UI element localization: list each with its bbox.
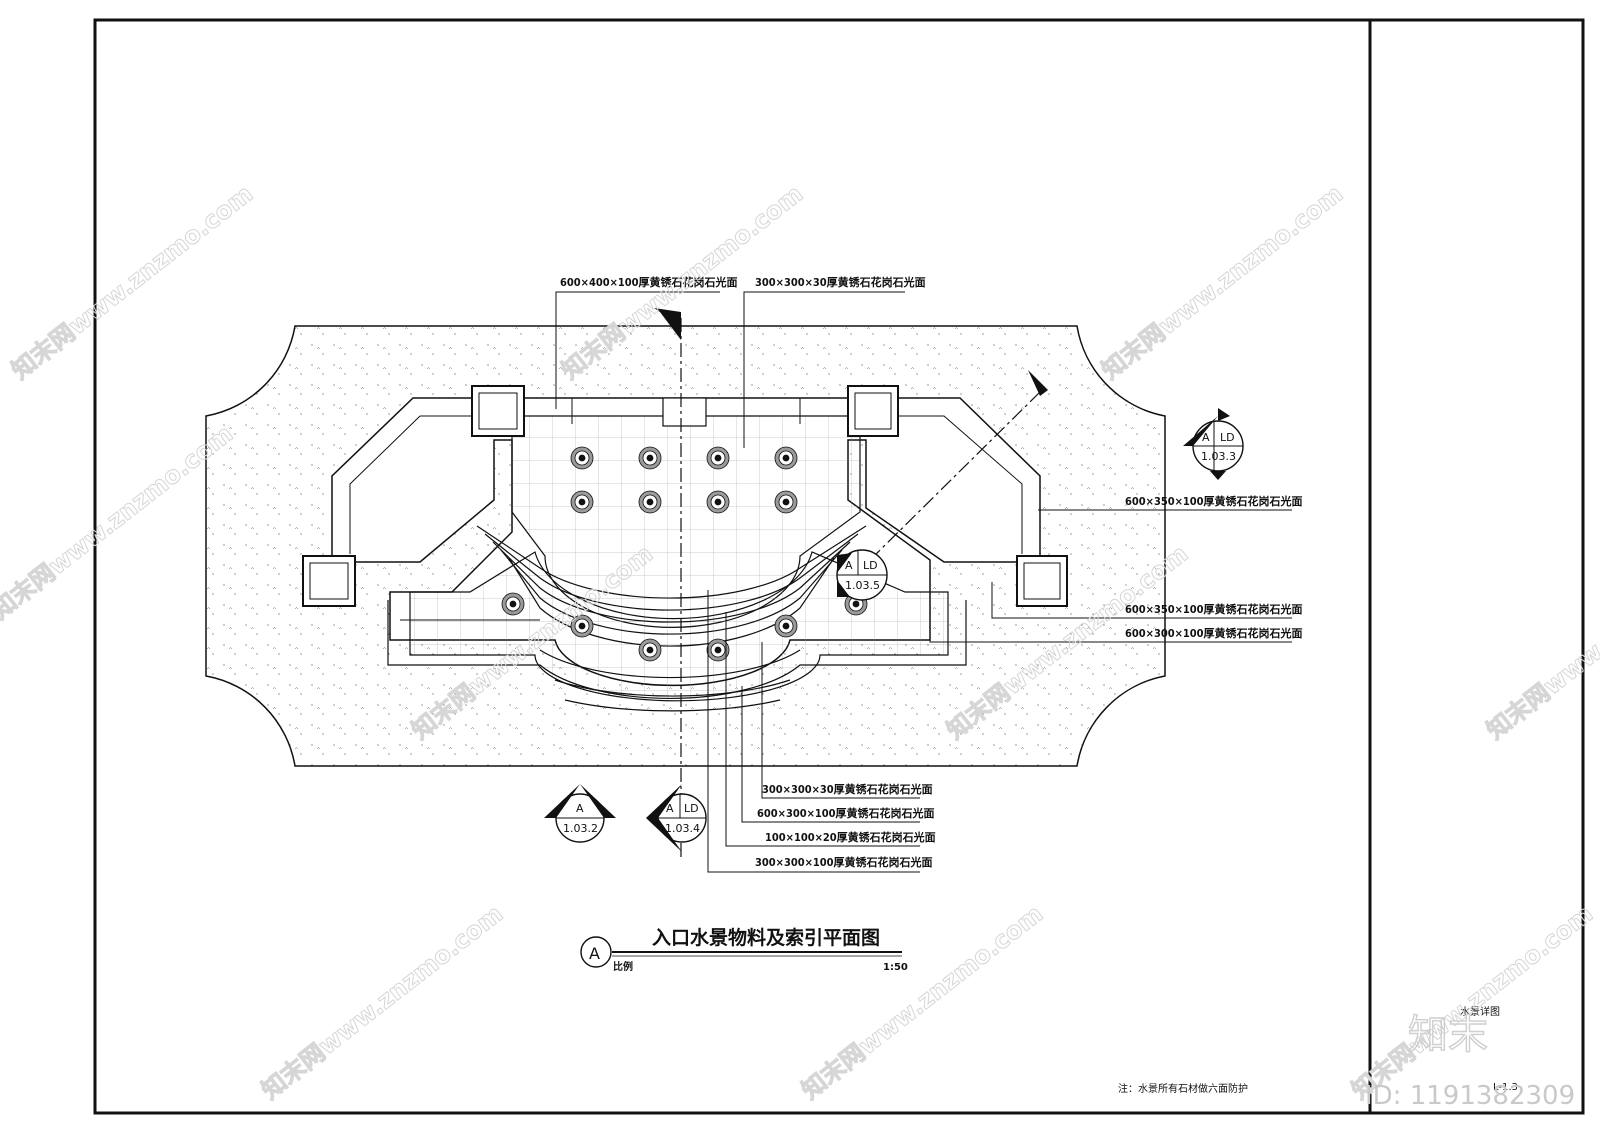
- label-top-left: 600×400×100厚黄锈石花岗石光面: [560, 275, 738, 289]
- section-ref-1033: A LD 1.03.3: [1183, 408, 1244, 480]
- ref-1034-a: A: [666, 802, 674, 815]
- ref-1032-num: 1.03.2: [563, 822, 598, 835]
- label-right-3: 600×300×100厚黄锈石花岗石光面: [1125, 626, 1303, 640]
- fountain-nozzle: [714, 454, 722, 462]
- side-title: 水景详图: [1460, 1005, 1500, 1018]
- fountain-nozzle: [714, 498, 722, 506]
- ref-1033-a: A: [1202, 431, 1210, 444]
- fountain-nozzle: [646, 454, 654, 462]
- ref-1035-ld: LD: [863, 559, 878, 572]
- scale-value: 1:50: [883, 962, 908, 973]
- section-ref-1035: A LD 1.03.5: [836, 549, 888, 601]
- fountain-nozzle: [578, 454, 586, 462]
- watermark-8: 知末网www.znzmo.com: [256, 900, 508, 1105]
- section-ref-1032: A 1.03.2: [544, 784, 616, 843]
- ref-1035-num: 1.03.5: [845, 579, 880, 592]
- fountain-nozzle: [782, 622, 790, 630]
- fountain-nozzle: [578, 622, 586, 630]
- ref-1034-num: 1.03.4: [665, 822, 700, 835]
- ref-1033-ld: LD: [1220, 431, 1235, 444]
- title-symbol: A: [589, 944, 600, 963]
- label-right-1: 600×350×100厚黄锈石花岗石光面: [1125, 494, 1303, 508]
- ref-1035-a: A: [845, 559, 853, 572]
- fountain-nozzle: [782, 454, 790, 462]
- id-watermark: ID: 1191382309: [1365, 1081, 1575, 1111]
- material-labels: 600×400×100厚黄锈石花岗石光面 300×300×30厚黄锈石花岗石光面…: [560, 275, 1303, 869]
- section-ref-1034: A LD 1.03.4: [646, 784, 707, 852]
- fountain-nozzle: [509, 600, 517, 608]
- drawing-title-block: A 入口水景物料及索引平面图 比例 1:50: [580, 926, 908, 973]
- label-bottom-1: 300×300×30厚黄锈石花岗石光面: [762, 782, 933, 796]
- watermark-10: 知末网www.znzmo.com: [1346, 900, 1598, 1105]
- fountain-nozzle: [782, 498, 790, 506]
- sheet-frame: [93, 18, 1585, 1115]
- ref-1033-num: 1.03.3: [1201, 450, 1236, 463]
- scale-label: 比例: [613, 960, 633, 973]
- fountain-nozzle: [646, 646, 654, 654]
- fountain-nozzle: [714, 646, 722, 654]
- pillars: [302, 385, 1068, 607]
- label-top-center: 300×300×30厚黄锈石花岗石光面: [755, 275, 926, 289]
- fountain-nozzle: [646, 498, 654, 506]
- sheet-number: L-1.3: [1493, 1082, 1518, 1093]
- drawing-title: 入口水景物料及索引平面图: [652, 926, 880, 949]
- watermark-1: 知末网www.znzmo.com: [6, 180, 258, 385]
- label-bottom-4: 300×300×100厚黄锈石花岗石光面: [755, 855, 933, 869]
- section-cut-lines: [654, 308, 1048, 860]
- ref-1034-ld: LD: [684, 802, 699, 815]
- label-bottom-3: 100×100×20厚黄锈石花岗石光面: [765, 830, 936, 844]
- fountain-nozzle: [578, 498, 586, 506]
- label-bottom-2: 600×300×100厚黄锈石花岗石光面: [757, 806, 935, 820]
- stone-note: 注：水景所有石材做六面防护: [1118, 1082, 1248, 1095]
- label-right-2: 600×350×100厚黄锈石花岗石光面: [1125, 602, 1303, 616]
- watermark-3: 知末网www.znzmo.com: [1096, 180, 1348, 385]
- leader-lines: [555, 291, 1292, 873]
- fountain-nozzles: [501, 446, 868, 662]
- ref-1032-a: A: [576, 802, 584, 815]
- fountain-nozzle: [852, 600, 860, 608]
- brand-watermark: 知末: [1408, 1012, 1488, 1058]
- watermark-4: 知末网www.znzmo.com: [0, 420, 238, 625]
